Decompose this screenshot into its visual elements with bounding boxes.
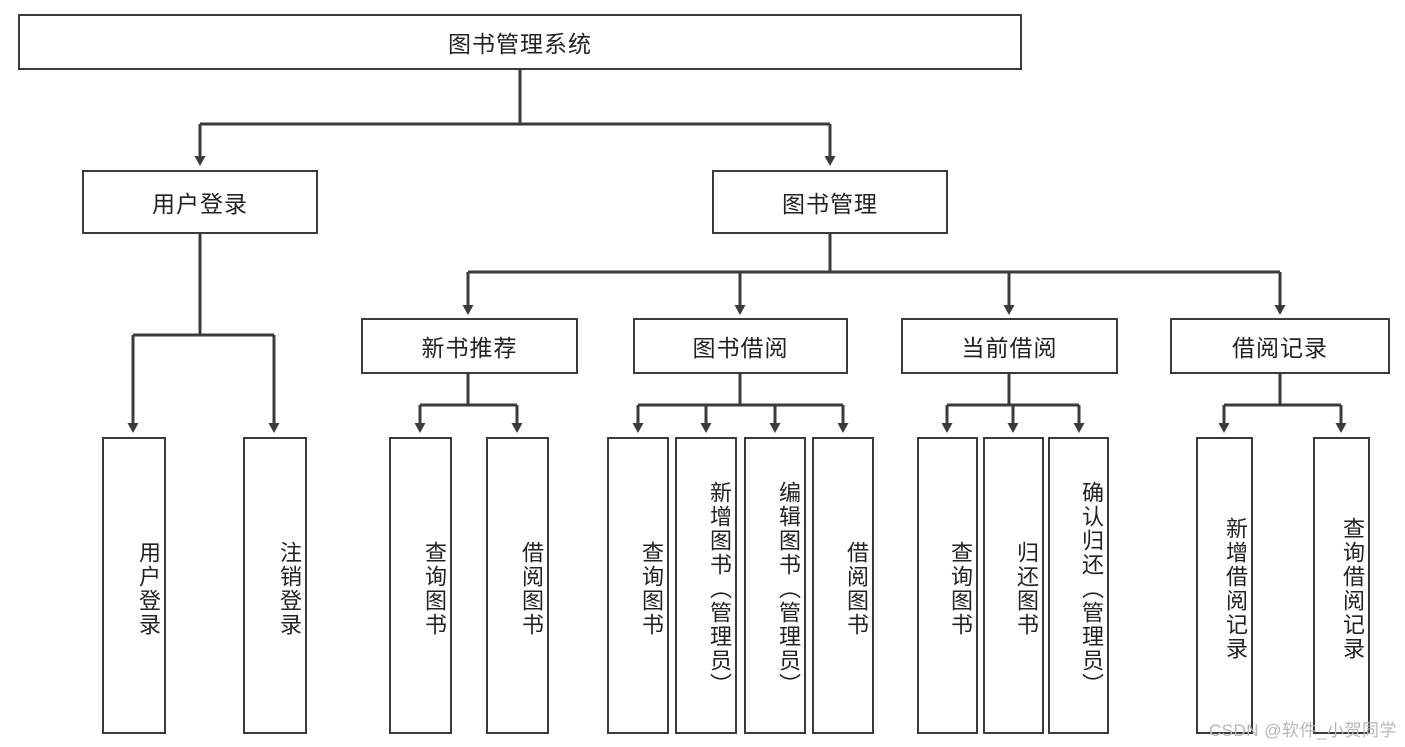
node-label: 查询图书	[639, 540, 664, 637]
leaf-borrow-edit-book-admin[interactable]: 编辑图书（管理员）	[744, 437, 806, 734]
node-book-management[interactable]: 图书管理	[712, 170, 948, 234]
leaf-borrow-query-book[interactable]: 查询图书	[607, 437, 669, 734]
node-label: 用户登录	[136, 540, 161, 637]
node-current-borrow[interactable]: 当前借阅	[901, 318, 1118, 374]
node-label: 编辑图书（管理员）	[776, 480, 801, 697]
leaf-borrow-borrow-book[interactable]: 借阅图书	[812, 437, 874, 734]
leaf-user-login-logout[interactable]: 注销登录	[243, 437, 307, 734]
node-label: 图书管理	[782, 191, 878, 217]
node-borrow-record[interactable]: 借阅记录	[1170, 318, 1390, 374]
node-root-book-management-system[interactable]: 图书管理系统	[18, 14, 1022, 70]
node-label: 当前借阅	[961, 335, 1058, 361]
node-label: 查询图书	[948, 540, 973, 637]
leaf-current-confirm-return-admin[interactable]: 确认归还（管理员）	[1048, 437, 1109, 734]
node-label: 新书推荐	[421, 335, 518, 361]
node-label: 注销登录	[277, 540, 302, 637]
leaf-new-book-borrow[interactable]: 借阅图书	[486, 437, 549, 734]
node-label: 图书管理系统	[448, 31, 592, 57]
node-label: 查询图书	[422, 540, 447, 637]
leaf-current-query-book[interactable]: 查询图书	[917, 437, 978, 734]
node-new-book-recommend[interactable]: 新书推荐	[361, 318, 578, 374]
node-label: 确认归还（管理员）	[1079, 480, 1104, 697]
node-label: 新增图书（管理员）	[707, 480, 732, 697]
node-label: 用户登录	[152, 191, 248, 217]
node-label: 图书借阅	[692, 335, 789, 361]
leaf-user-login-login[interactable]: 用户登录	[102, 437, 166, 734]
node-label: 归还图书	[1014, 540, 1039, 637]
node-book-borrow[interactable]: 图书借阅	[633, 318, 848, 374]
node-label: 查询借阅记录	[1340, 516, 1365, 661]
leaf-current-return-book[interactable]: 归还图书	[983, 437, 1044, 734]
node-label: 借阅记录	[1232, 335, 1328, 361]
node-user-login[interactable]: 用户登录	[82, 170, 318, 234]
node-label: 借阅图书	[844, 540, 869, 637]
leaf-record-add-record[interactable]: 新增借阅记录	[1196, 437, 1253, 734]
leaf-record-query-record[interactable]: 查询借阅记录	[1313, 437, 1370, 734]
leaf-borrow-add-book-admin[interactable]: 新增图书（管理员）	[675, 437, 737, 734]
watermark-text: CSDN @软件_小贺同学	[1208, 721, 1397, 740]
node-label: 借阅图书	[519, 540, 544, 637]
leaf-new-book-query[interactable]: 查询图书	[389, 437, 452, 734]
node-label: 新增借阅记录	[1223, 516, 1248, 661]
